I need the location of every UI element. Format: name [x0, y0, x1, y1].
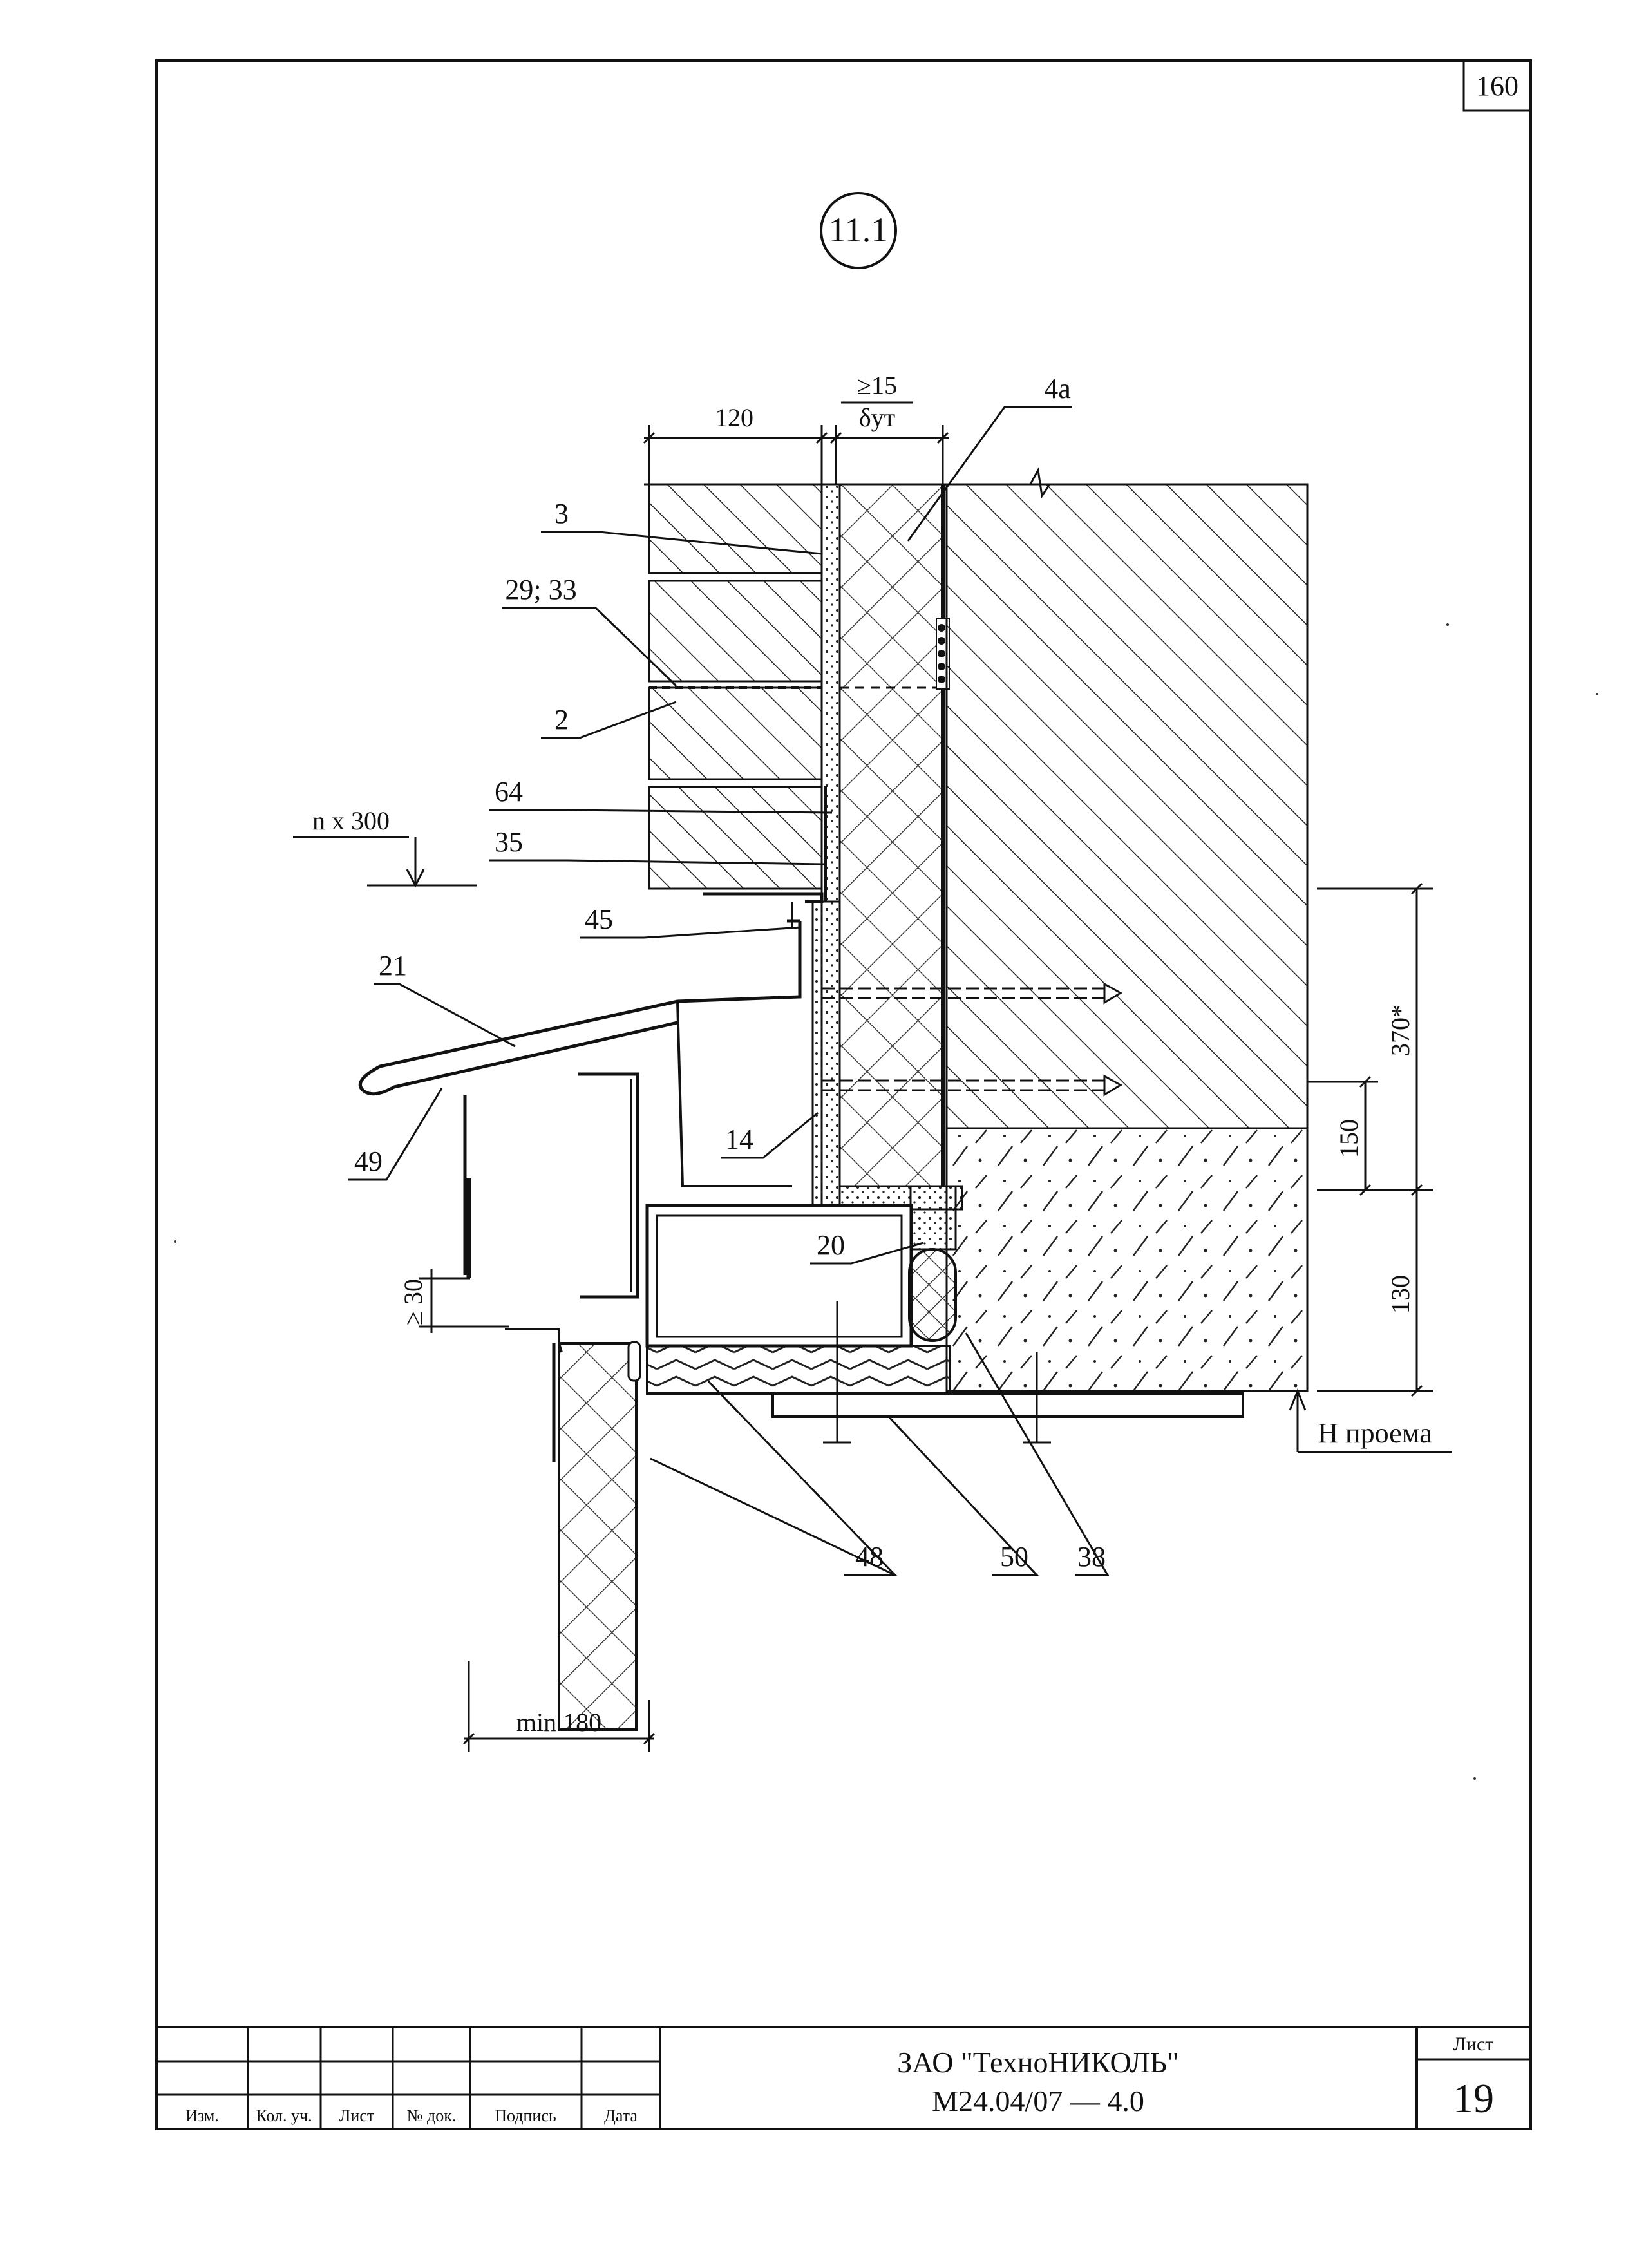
overlap-dimension [419, 1269, 509, 1333]
compression-seal [908, 1248, 957, 1342]
callout-leaders [348, 406, 1110, 1576]
window-box [645, 1204, 913, 1348]
main-wall [945, 483, 1309, 1129]
opening-level-mark [1289, 1388, 1452, 1453]
detail-id-circle [820, 192, 897, 269]
dim-overlap: ≥ 30 [399, 1279, 428, 1325]
fasteners [823, 1301, 1051, 1444]
title-col-doc: № док. [407, 2106, 457, 2125]
lower-panel [552, 1341, 641, 1731]
callout-2: 2 [554, 704, 569, 735]
opening-level: Н проема [1318, 1417, 1432, 1449]
step-mark [293, 836, 477, 888]
mounting-foam [811, 900, 841, 1207]
callout-50: 50 [1000, 1541, 1028, 1573]
callout-38: 38 [1077, 1541, 1106, 1573]
callout-64: 64 [495, 776, 523, 808]
support-plate [771, 1392, 1244, 1418]
dim-150: 150 [1334, 1119, 1363, 1158]
document-code: М24.04/07 — 4.0 [932, 2084, 1144, 2117]
title-block [156, 2026, 1531, 2129]
stray-mark [1446, 623, 1449, 626]
callout-3: 3 [554, 498, 569, 529]
callout-4a: 4а [1044, 373, 1071, 404]
callout-14: 14 [725, 1124, 753, 1155]
title-col-kol: Кол. уч. [256, 2106, 312, 2125]
detail-id: 11.1 [829, 211, 889, 249]
right-dimensions [1307, 882, 1433, 1397]
company-name: ЗАО "ТехноНИКОЛЬ" [897, 2046, 1179, 2079]
title-col-izm: Изм. [185, 2106, 219, 2125]
insulation-layer [838, 483, 944, 1187]
anchor-screws [822, 982, 1122, 1097]
dim-air-gap: ≥15 [857, 371, 897, 400]
dim-120: 120 [715, 403, 753, 432]
dim-step: n x 300 [312, 806, 390, 835]
callout-45: 45 [585, 903, 613, 935]
stray-mark [174, 1240, 176, 1243]
dim-min-180: min 180 [516, 1708, 601, 1737]
wooden-sill [646, 1345, 951, 1395]
top-dimension [643, 401, 949, 484]
min-width-dimension [462, 1661, 656, 1752]
concrete-lintel [945, 1127, 1309, 1392]
window-frame-profile [463, 1072, 639, 1353]
sheet-label: Лист [1453, 2034, 1494, 2055]
title-col-date: Дата [604, 2106, 638, 2125]
window-flashing [358, 902, 802, 1187]
title-col-sign: Подпись [495, 2106, 556, 2125]
callout-29-33: 29; 33 [505, 574, 576, 605]
dim-370: 370* [1386, 1005, 1415, 1056]
dim-insulation: δут [859, 403, 895, 432]
sheet-code: 160 [1476, 70, 1519, 102]
callout-21: 21 [379, 950, 407, 981]
callout-20: 20 [817, 1229, 845, 1261]
callout-48: 48 [855, 1541, 884, 1573]
title-col-list: Лист [339, 2106, 374, 2125]
sheet-frame [155, 59, 1532, 2130]
brick-facing [648, 483, 823, 890]
sheet-code-box [1462, 59, 1532, 112]
callout-35: 35 [495, 826, 523, 858]
sheet-number: 19 [1453, 2075, 1494, 2121]
stray-mark [1473, 1777, 1476, 1780]
dim-130: 130 [1386, 1275, 1415, 1314]
stray-mark [1596, 693, 1598, 695]
callout-49: 49 [354, 1146, 383, 1177]
break-line [644, 467, 1307, 499]
